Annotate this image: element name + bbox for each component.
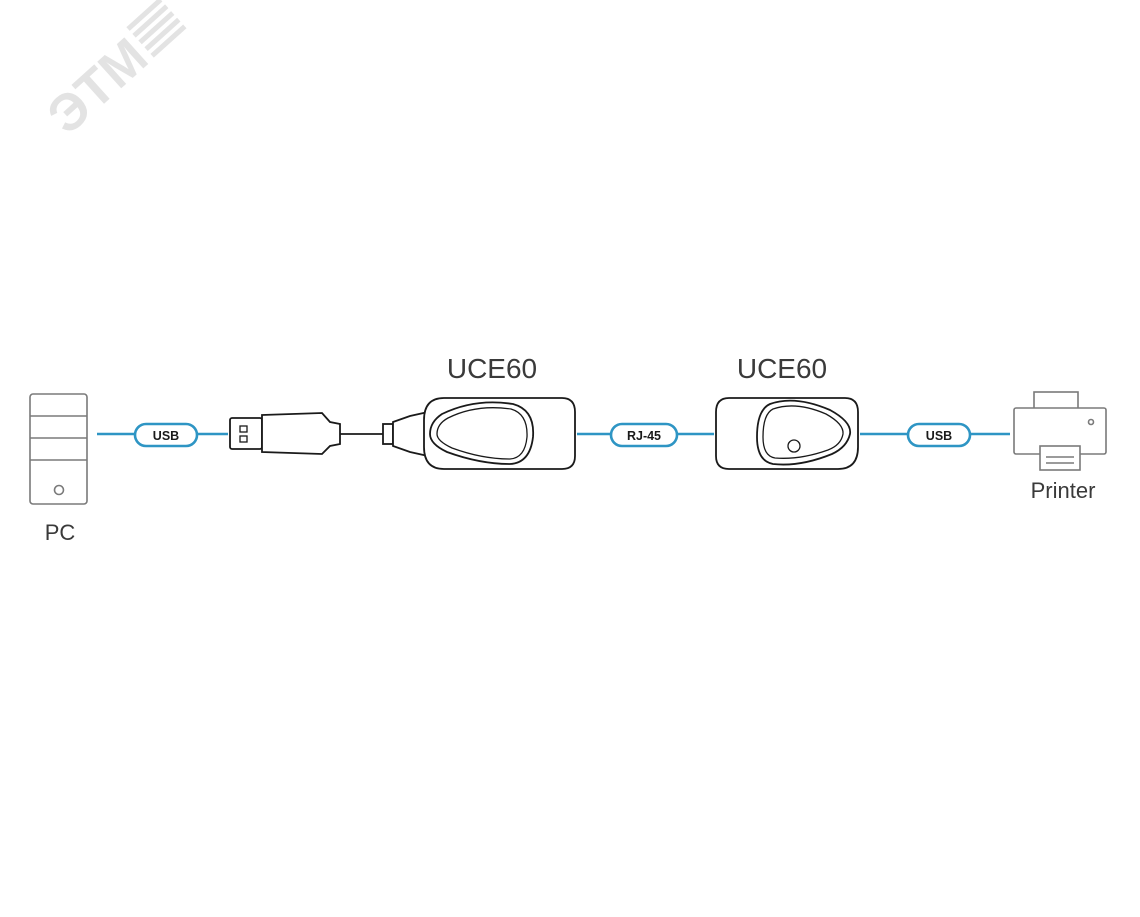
usb-cable-printer: USB: [860, 422, 1010, 448]
uce60-local-label: UCE60: [447, 353, 537, 384]
usb-connection-label-2: USB: [926, 429, 952, 443]
printer-icon: [1013, 391, 1107, 471]
etm-watermark-logo: ЭТМ: [37, 0, 187, 146]
printer-label: Printer: [1031, 478, 1096, 503]
usb-plug-icon: [229, 410, 429, 458]
pc-label: PC: [45, 520, 76, 545]
watermark-text: ЭТМ: [37, 27, 159, 145]
rj45-cable: RJ-45: [577, 422, 714, 448]
uce60-remote-label: UCE60: [737, 353, 827, 384]
usb-connection-label-1: USB: [153, 429, 179, 443]
usb-extender-remote-unit: [715, 397, 859, 470]
rj45-connection-label: RJ-45: [627, 429, 661, 443]
usb-extender-local-unit: [423, 397, 576, 470]
pc-tower-icon: [29, 393, 88, 505]
usb-cable-pc: USB: [97, 422, 228, 448]
